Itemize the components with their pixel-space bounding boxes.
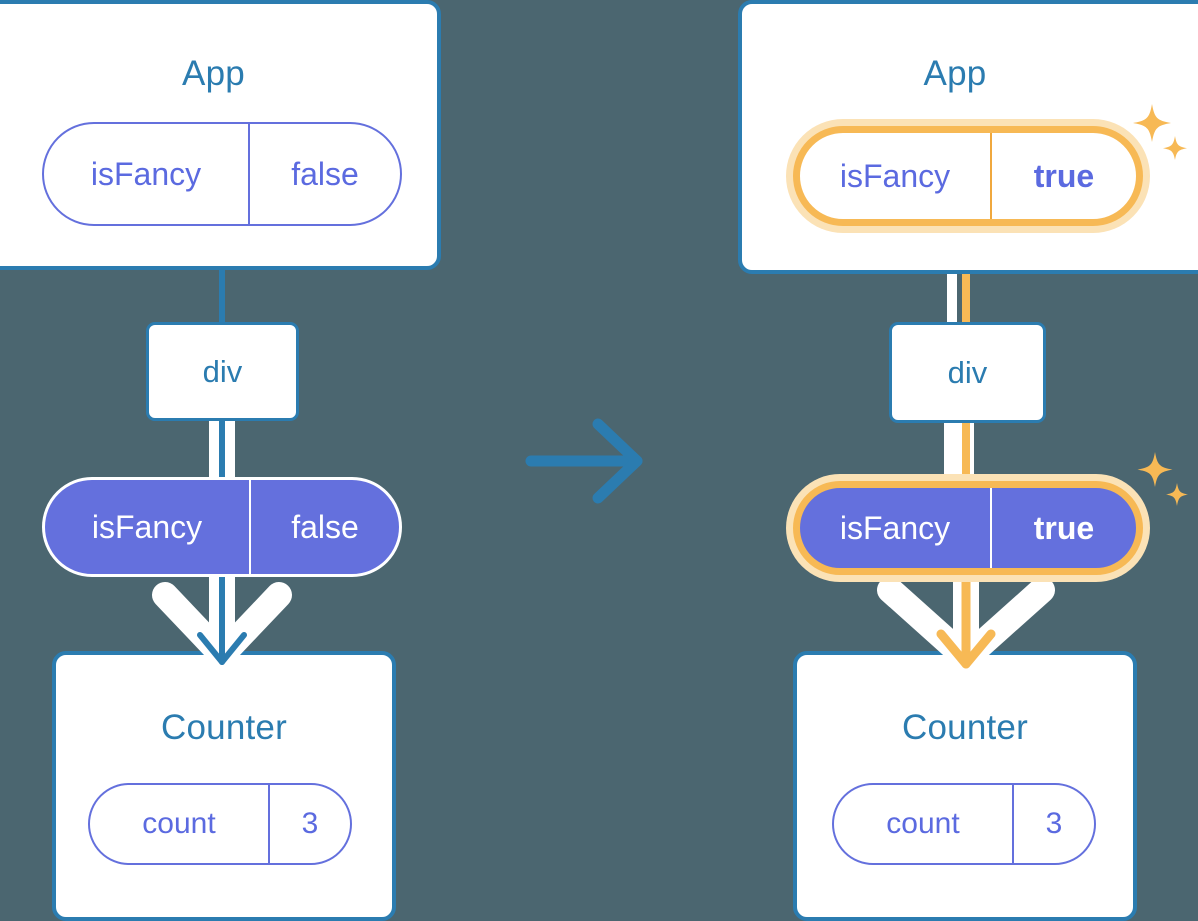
prop-pill-after[interactable]: isFancy true [793, 481, 1143, 575]
counter-card-title-after: Counter [902, 708, 1028, 747]
counter-state-name-after: count [886, 807, 960, 840]
app-card-title-after: App [923, 54, 987, 93]
sparkle-small-icon [1163, 136, 1187, 160]
app-card-title-before: App [182, 54, 245, 93]
prop-pill-before[interactable]: isFancy false [42, 477, 402, 577]
sparkle-small-icon [1166, 483, 1188, 506]
sparkles-icon-prop-after [1137, 452, 1188, 506]
sparkles-icon-app-after [1133, 104, 1187, 160]
prop-value-after: true [990, 488, 1136, 568]
app-state-pill-before[interactable]: isFancy false [42, 122, 402, 226]
div-box-after: div [889, 322, 1046, 423]
div-box-label-after: div [947, 354, 988, 390]
prop-name-after: isFancy [839, 509, 951, 546]
counter-card-before: Counter [52, 651, 396, 921]
div-box-before: div [146, 322, 299, 421]
counter-state-pill-after[interactable]: count 3 [832, 783, 1096, 865]
counter-state-pill-before[interactable]: count 3 [88, 783, 352, 865]
arrow-right-icon [525, 418, 643, 504]
counter-state-value-before: 3 [268, 785, 350, 863]
sparkle-large-icon [1133, 104, 1171, 142]
prop-value-before: false [249, 480, 399, 574]
counter-state-value-after: 3 [1012, 785, 1094, 863]
sparkle-large-icon [1137, 452, 1173, 487]
div-box-label-before: div [202, 353, 243, 389]
prop-name-before: isFancy [91, 508, 203, 545]
counter-state-name-before: count [142, 807, 216, 840]
app-state-pill-after[interactable]: isFancy true [793, 126, 1143, 226]
counter-card-title-before: Counter [161, 708, 287, 747]
app-state-name-after: isFancy [839, 157, 951, 194]
app-state-value-before: false [248, 124, 400, 224]
app-state-name-before: isFancy [90, 155, 202, 192]
app-state-value-after: true [990, 133, 1136, 219]
